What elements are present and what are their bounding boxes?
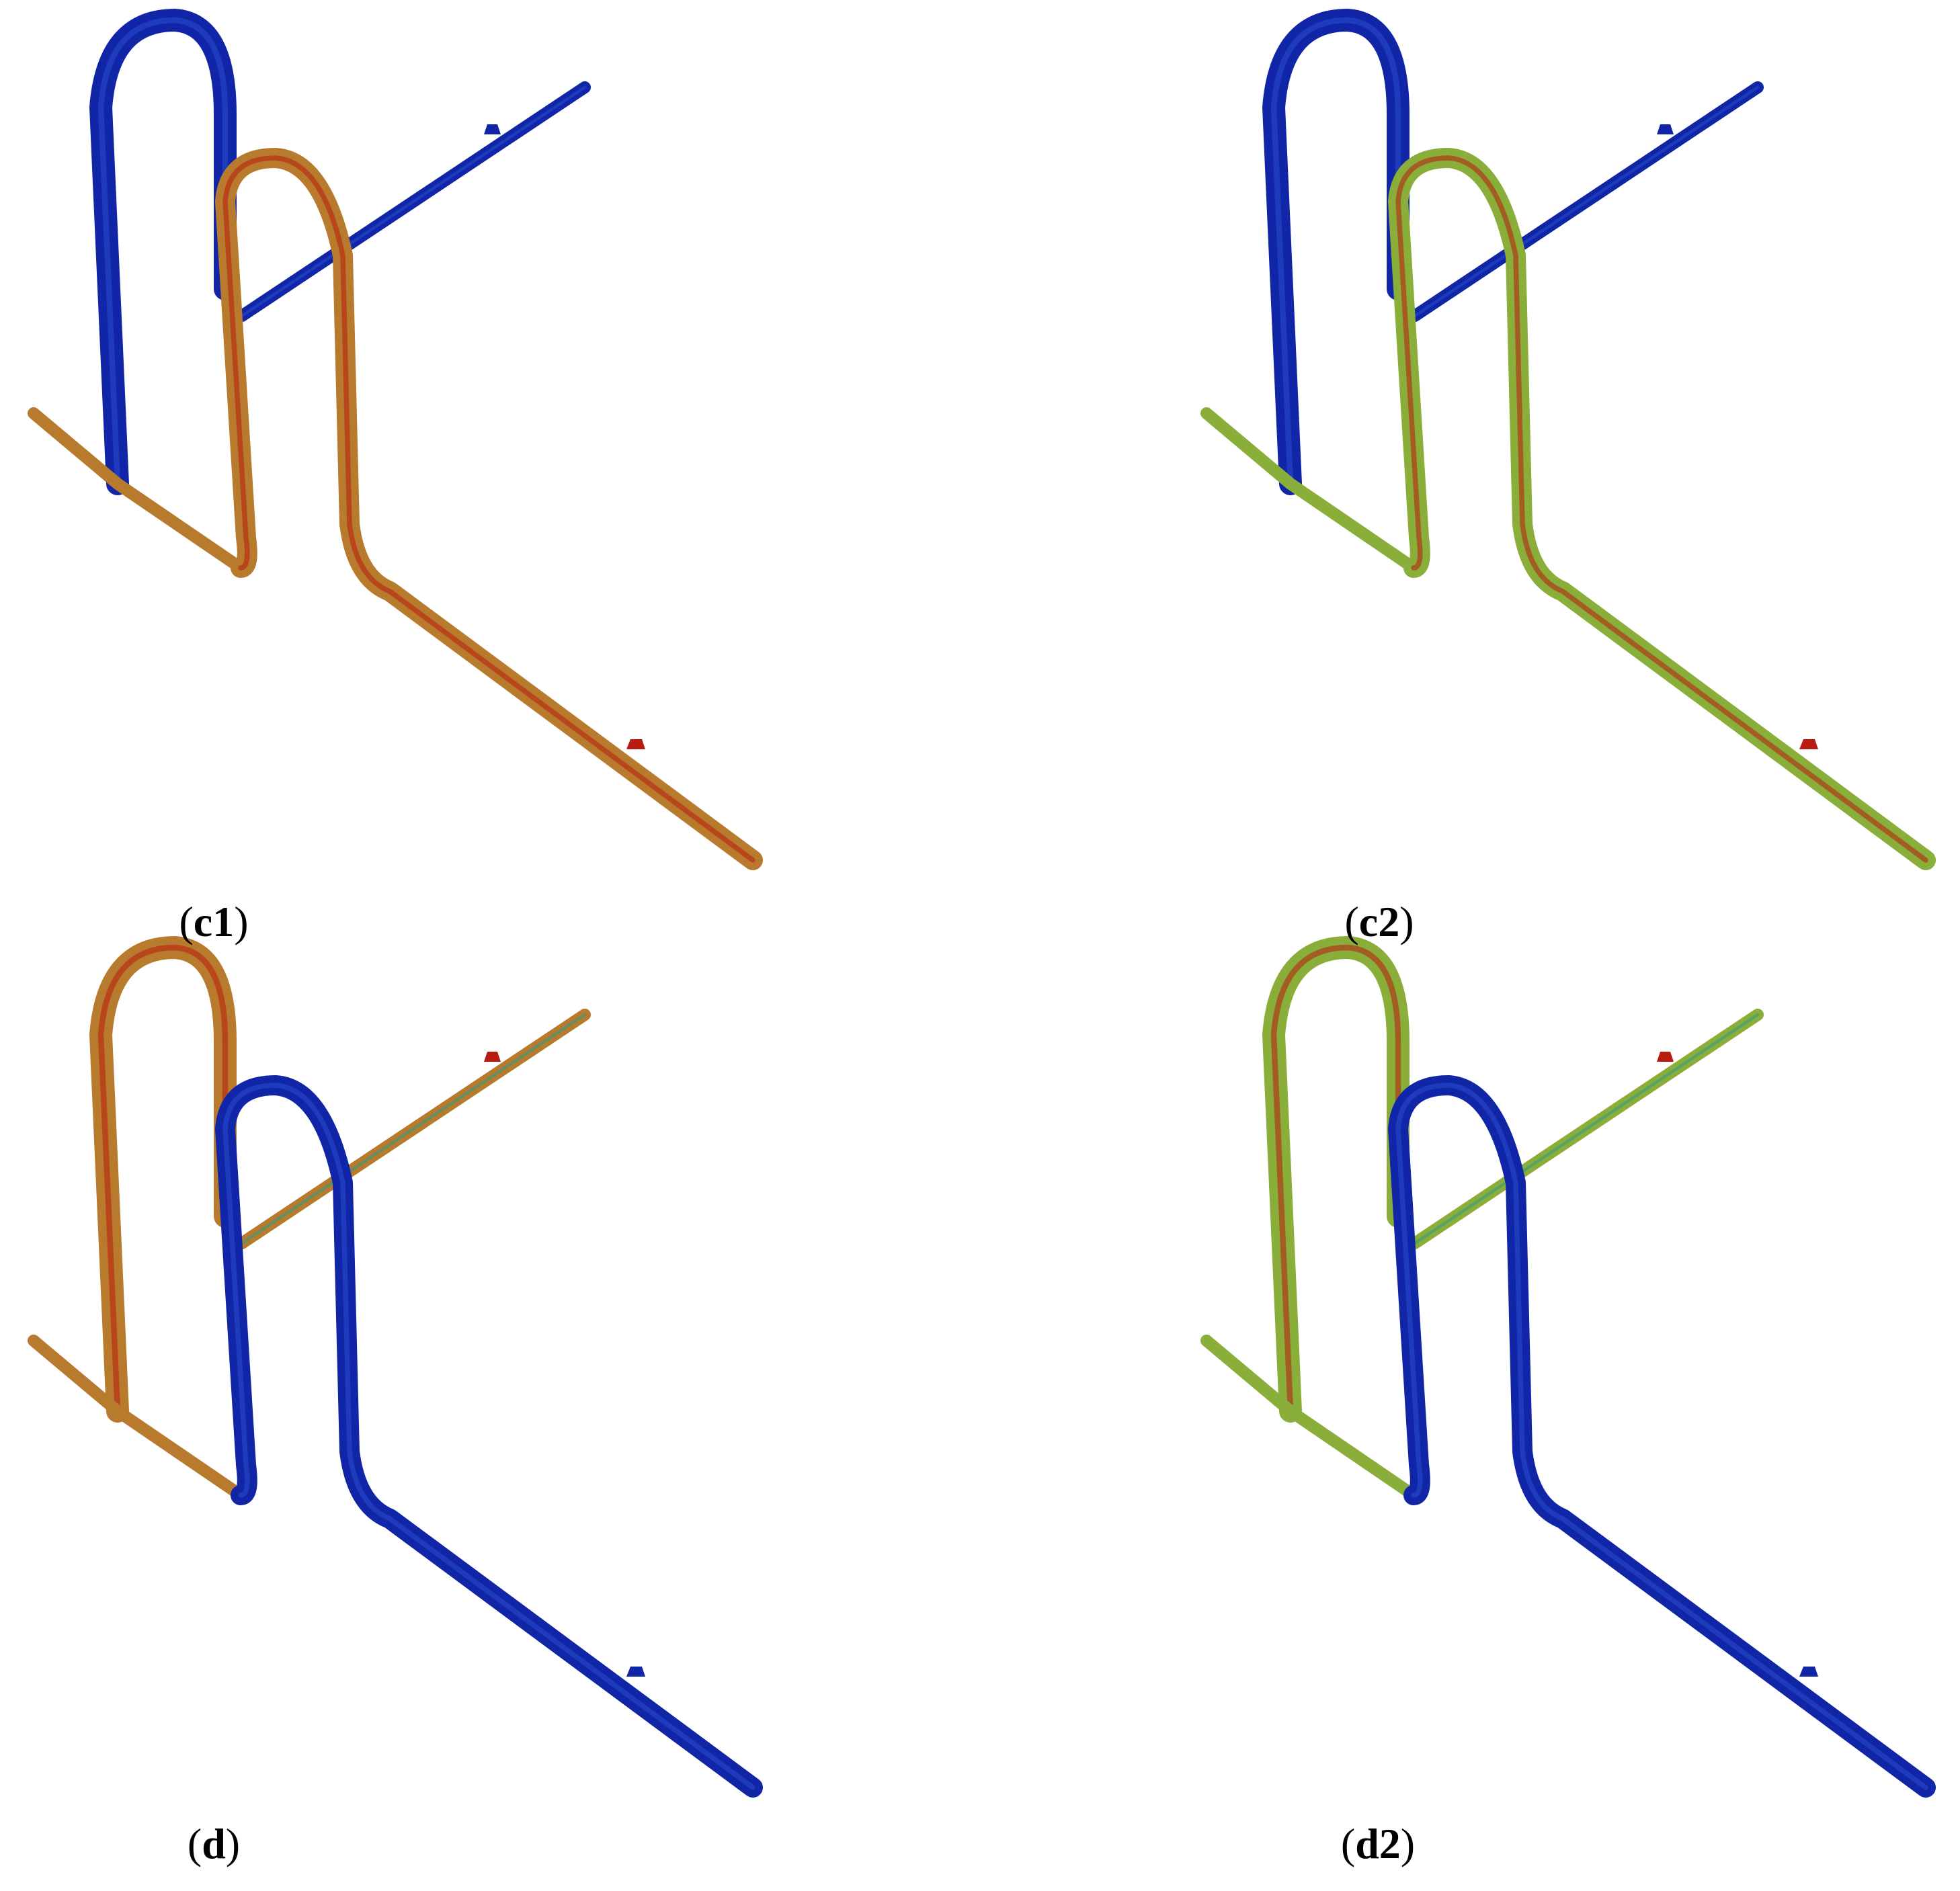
back-loop-pipe-shading (97, 944, 229, 1415)
back-loop-pipe (1262, 936, 1410, 1423)
panel-label-c2: (c2) (1344, 898, 1414, 946)
valve-marker-upper (484, 124, 501, 134)
valve-marker-lower (626, 739, 645, 749)
back-loop-pipe (1262, 9, 1410, 495)
pipe-panel-d (28, 936, 763, 1798)
valve-marker-upper (1657, 1052, 1674, 1062)
front-loop-pipe (215, 1075, 763, 1798)
pipe-panel-d2 (1200, 936, 1936, 1798)
front-loop-pipe-shading (1395, 1083, 1928, 1790)
tie-pipe-shading (1413, 1013, 1760, 1245)
back-loop-pipe (89, 936, 237, 1423)
back-loop-pipe-shading (97, 17, 229, 487)
front-loop-pipe (1388, 148, 1936, 870)
front-loop-pipe-shading (222, 1083, 756, 1790)
valve-marker-upper (484, 1052, 501, 1062)
front-loop-pipe (215, 148, 763, 870)
inlet-pipe (1200, 407, 1420, 574)
front-loop-pipe-shading (222, 155, 756, 863)
tie-pipe-shading (240, 1013, 587, 1245)
panel-label-d2: (d2) (1340, 1820, 1416, 1867)
pipe-panel-c1 (28, 9, 763, 870)
front-loop-pipe (1388, 1075, 1936, 1798)
panel-label-d: (d) (187, 1820, 241, 1867)
valve-marker-upper (1657, 124, 1674, 134)
pipe-panel-c2 (1200, 9, 1936, 870)
back-loop-pipe-shading (1270, 944, 1401, 1415)
valve-marker-lower (1799, 1667, 1818, 1677)
inlet-pipe (1200, 1335, 1420, 1501)
valve-marker-lower (1799, 739, 1818, 749)
back-loop-pipe (89, 9, 237, 495)
tie-pipe-shading (1413, 85, 1760, 318)
inlet-pipe (28, 407, 247, 574)
back-loop-pipe-shading (1270, 17, 1401, 487)
tie-pipe-shading (240, 85, 587, 318)
valve-marker-lower (626, 1667, 645, 1677)
front-loop-pipe-shading (1395, 155, 1928, 863)
panel-label-c1: (c1) (179, 898, 249, 946)
inlet-pipe (28, 1335, 247, 1501)
